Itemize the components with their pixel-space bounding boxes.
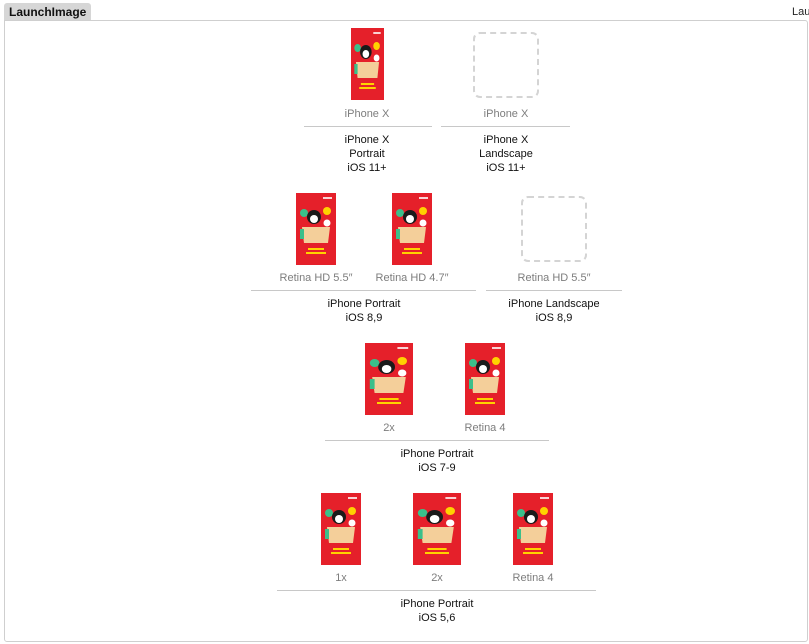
slot-label: Retina HD 4.7″ xyxy=(375,272,449,284)
group-caption: iPhone Portrait iOS 7-9 xyxy=(400,448,474,474)
group-divider xyxy=(251,290,476,291)
image-well-2x-portrait[interactable] xyxy=(365,343,413,415)
group-caption: iPhone X Portrait iOS 11+ xyxy=(344,134,390,174)
launch-image-thumbnail xyxy=(413,493,461,565)
slot-label: Retina HD 5.5″ xyxy=(517,272,591,284)
attributes-inspector-label: Lau xyxy=(792,6,809,18)
image-well-retina-4-portrait[interactable] xyxy=(513,493,553,565)
launch-image-thumbnail xyxy=(321,493,361,565)
slot-label: Retina HD 5.5″ xyxy=(279,272,353,284)
group-caption: iPhone Portrait iOS 8,9 xyxy=(327,298,401,324)
slot-label: 2x xyxy=(383,422,395,434)
launch-image-thumbnail xyxy=(365,343,413,415)
slot-label: iPhone X xyxy=(344,108,390,120)
slot-label: Retina 4 xyxy=(464,422,506,434)
slot-label: 1x xyxy=(335,572,347,584)
empty-image-well-retina-hd-5-5-landscape[interactable] xyxy=(521,196,587,262)
slot-label: Retina 4 xyxy=(512,572,554,584)
group-divider xyxy=(277,590,596,591)
asset-title: LaunchImage xyxy=(4,3,92,21)
slot-label: iPhone X xyxy=(483,108,529,120)
launch-image-set-panel xyxy=(4,20,808,642)
image-well-retina-hd-5-5-portrait[interactable] xyxy=(296,193,336,265)
group-caption: iPhone X Landscape iOS 11+ xyxy=(479,134,533,174)
launch-image-thumbnail xyxy=(465,343,505,415)
group-divider xyxy=(486,290,622,291)
group-divider xyxy=(304,126,432,127)
launch-image-thumbnail xyxy=(351,28,384,100)
launch-image-thumbnail xyxy=(513,493,553,565)
group-divider xyxy=(441,126,570,127)
group-caption: iPhone Portrait iOS 5,6 xyxy=(400,598,474,624)
launch-image-thumbnail xyxy=(296,193,336,265)
image-well-1x-portrait[interactable] xyxy=(321,493,361,565)
image-well-retina-4-portrait[interactable] xyxy=(465,343,505,415)
group-divider xyxy=(325,440,549,441)
image-well-2x-portrait[interactable] xyxy=(413,493,461,565)
image-well-retina-hd-4-7-portrait[interactable] xyxy=(392,193,432,265)
empty-image-well-iphone-x-landscape[interactable] xyxy=(473,32,539,98)
group-caption: iPhone Landscape iOS 8,9 xyxy=(508,298,600,324)
slot-label: 2x xyxy=(431,572,443,584)
launch-image-thumbnail xyxy=(392,193,432,265)
image-well-iphone-x-portrait[interactable] xyxy=(351,28,384,100)
